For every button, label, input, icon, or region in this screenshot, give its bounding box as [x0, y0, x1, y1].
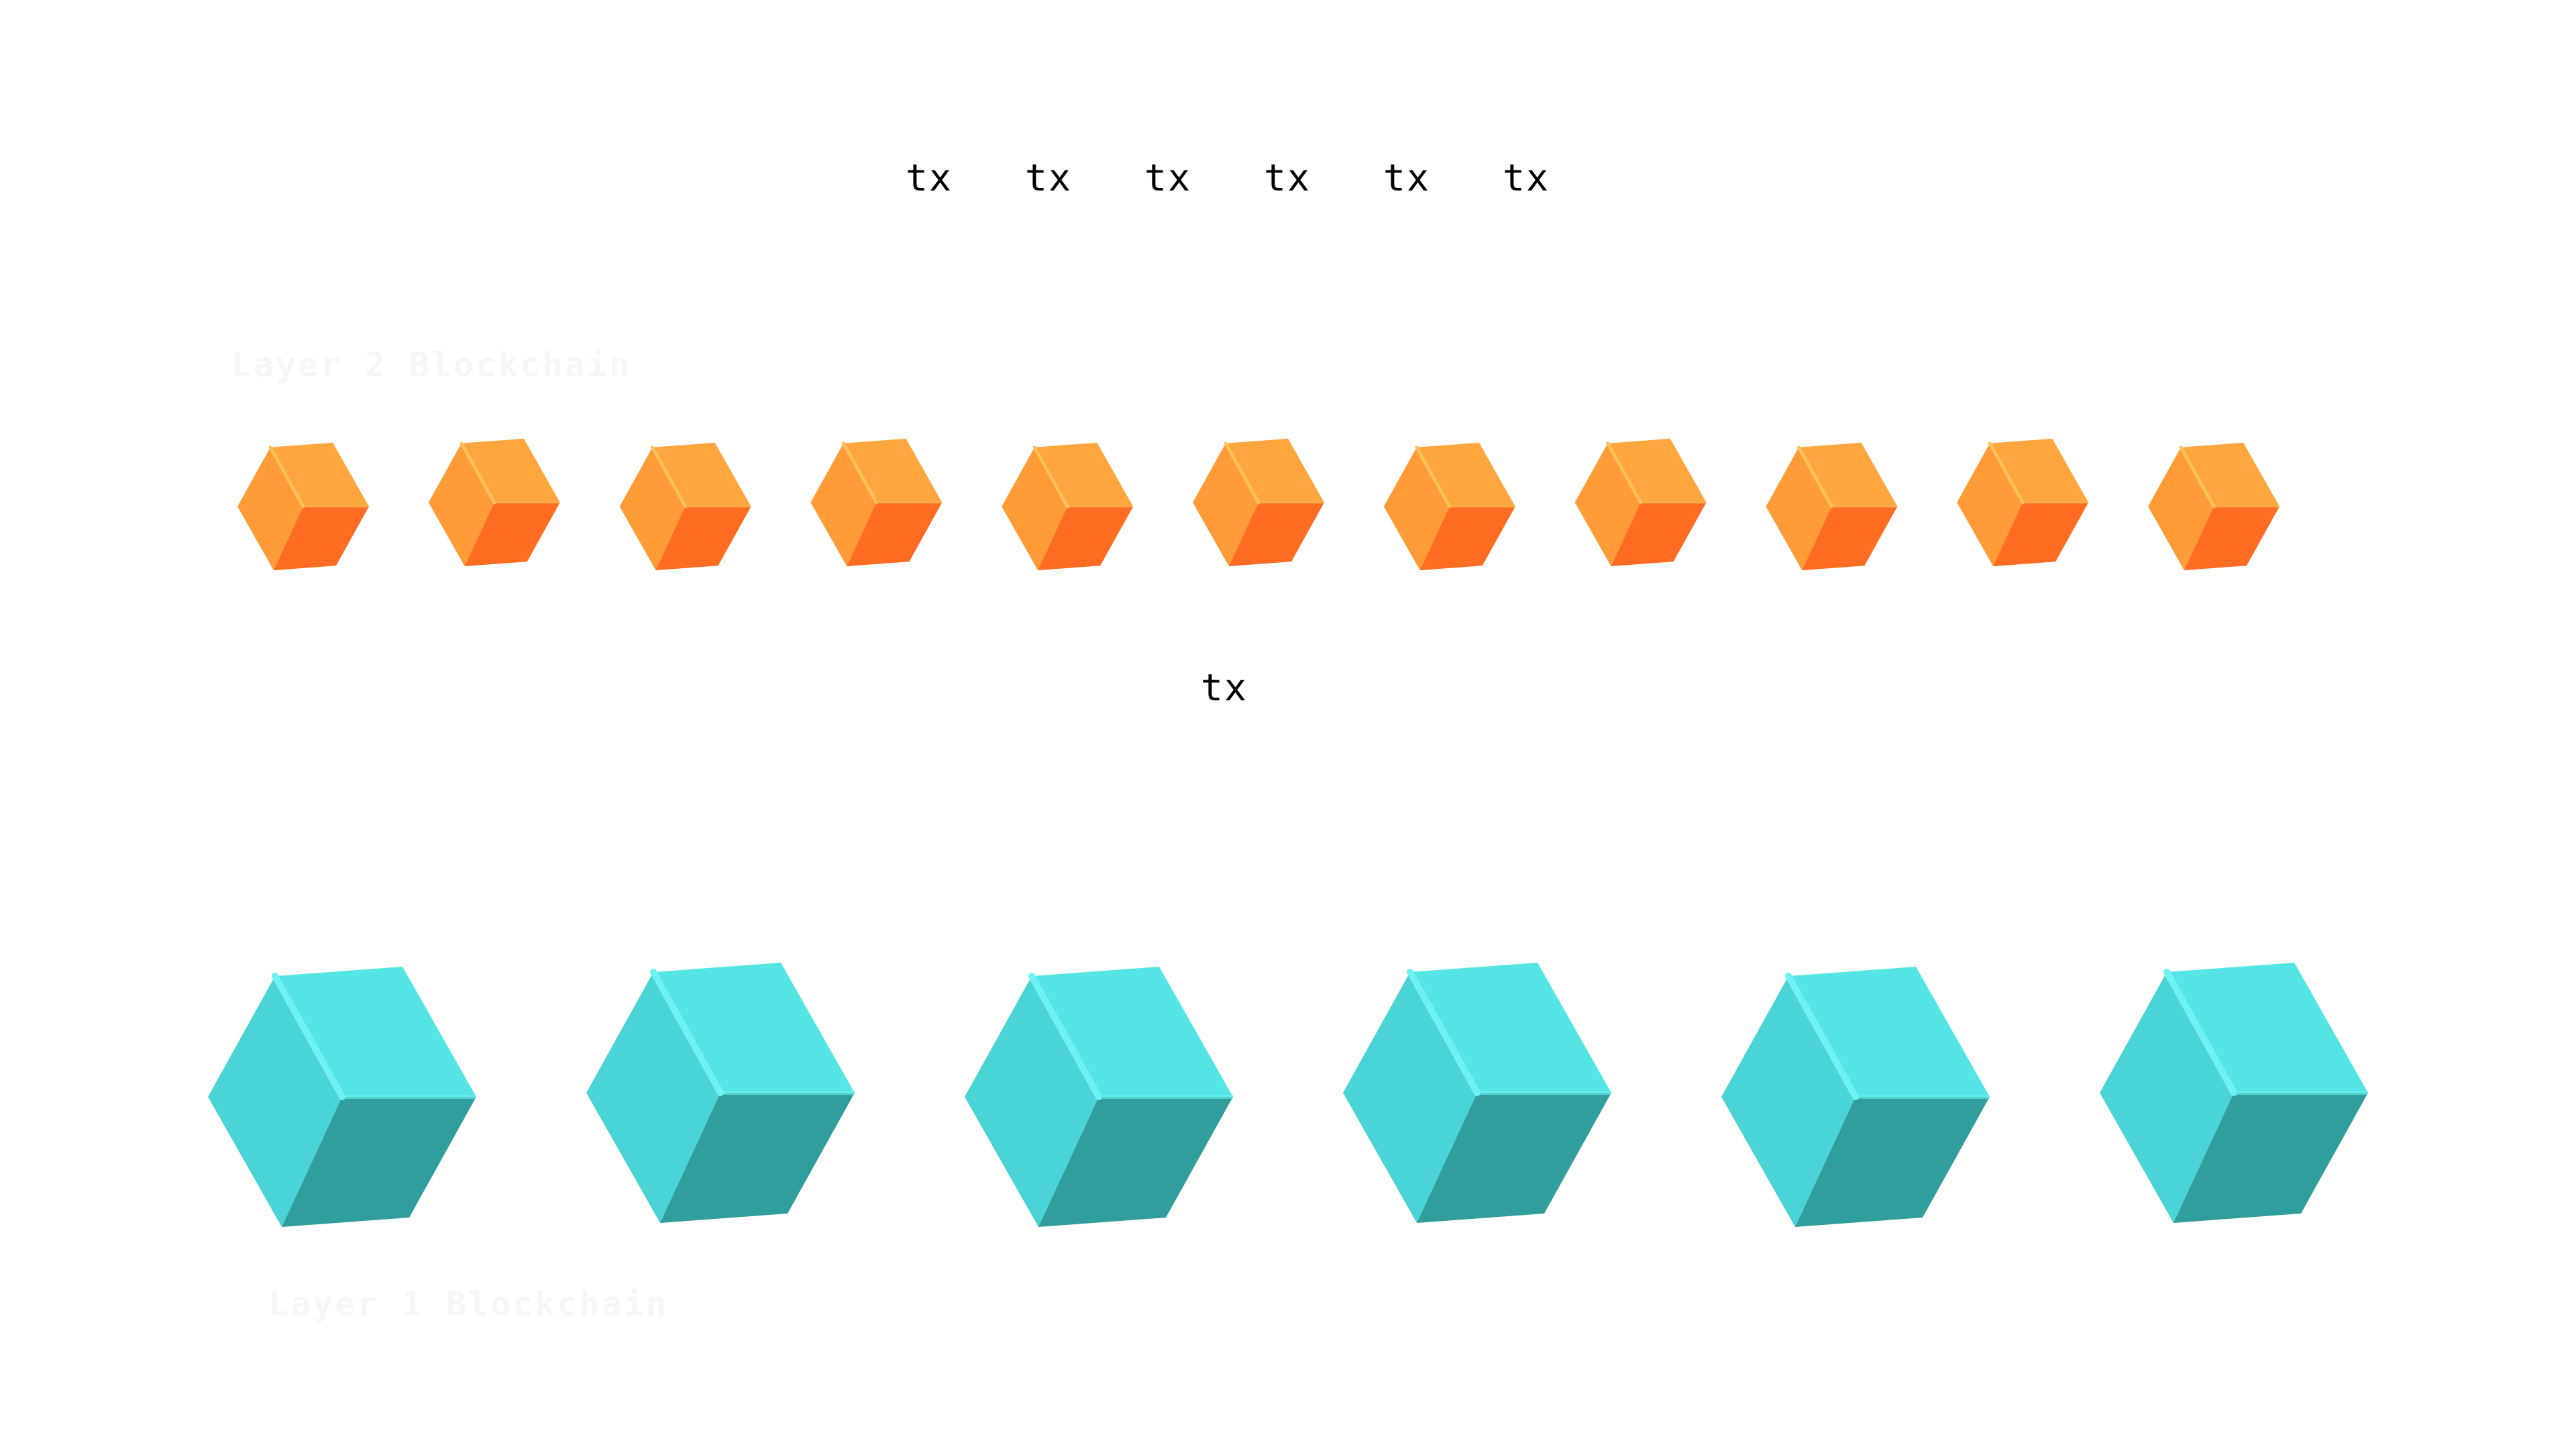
- layer1-block: [586, 963, 855, 1223]
- cube-edge: [460, 441, 496, 504]
- tx-label: tx: [1502, 156, 1550, 199]
- layer2-block: [810, 438, 943, 567]
- tx-label: tx: [905, 156, 953, 199]
- cube-right-face: [273, 506, 369, 571]
- cube-edge: [1224, 441, 1260, 504]
- tx-label: tx: [1383, 156, 1431, 199]
- cube-edge: [1606, 441, 1643, 504]
- cube-edge: [650, 969, 724, 1096]
- layer2-block: [1193, 438, 1324, 567]
- tx-label: tx: [1263, 156, 1311, 199]
- layer2-block: [1383, 442, 1515, 571]
- cube-edge: [1415, 445, 1452, 508]
- mempool-tx-5: tx: [1343, 114, 1470, 241]
- mempool-tx-2: tx: [985, 114, 1112, 241]
- layer1-blocks: [208, 963, 2368, 1227]
- cube-edge: [841, 441, 878, 504]
- layer1-block: [2100, 963, 2368, 1223]
- layer1-chain-label: Layer 1 Blockchain: [268, 1285, 668, 1324]
- layer2-block: [1766, 442, 1898, 571]
- cube-right-face: [1993, 502, 2089, 567]
- layer1-block: [1343, 963, 1611, 1223]
- layer2-block: [1002, 442, 1134, 571]
- cube-right-face: [2184, 506, 2279, 571]
- tx-label: tx: [1024, 156, 1073, 199]
- layer2-block: [1957, 438, 2089, 567]
- cube-right-face: [1228, 502, 1324, 567]
- cube-right-face: [1038, 506, 1134, 571]
- layer2-chain-label: Layer 2 Blockchain: [231, 345, 631, 384]
- cube-right-face: [282, 1097, 476, 1227]
- layer1-block: [208, 967, 476, 1227]
- tx-label: tx: [1200, 666, 1248, 709]
- mempool-tx-4: tx: [1224, 114, 1351, 241]
- layer1-block: [965, 967, 1233, 1227]
- cube-right-face: [2174, 1093, 2368, 1223]
- cube-edge: [1032, 445, 1069, 508]
- layer2-blocks: [237, 438, 2279, 571]
- cube-right-face: [1417, 1093, 1611, 1223]
- cube-right-face: [847, 502, 943, 567]
- bridge-tx: tx: [1161, 624, 1288, 751]
- tx-label: tx: [1144, 156, 1192, 199]
- cube-right-face: [1802, 506, 1898, 571]
- cube-right-face: [1795, 1097, 1990, 1227]
- cube-edge: [1796, 445, 1833, 508]
- cube-edge: [1785, 973, 1859, 1100]
- cube-edge: [1028, 973, 1102, 1100]
- cube-edge: [268, 445, 305, 508]
- cube-right-face: [464, 502, 560, 567]
- layer2-block: [2148, 442, 2279, 571]
- mempool-tx-1: tx: [865, 114, 993, 241]
- cube-edge: [2163, 969, 2237, 1096]
- cube-edge: [1988, 441, 2025, 504]
- layer2-block: [237, 442, 369, 571]
- cube-right-face: [1038, 1097, 1233, 1227]
- cube-right-face: [1611, 502, 1707, 567]
- mempool-tx-3: tx: [1104, 114, 1232, 241]
- layer2-block: [619, 442, 751, 571]
- layer1-block: [1721, 967, 1990, 1227]
- cube-right-face: [1419, 506, 1515, 571]
- layer2-block: [1574, 438, 1707, 567]
- cube-edge: [2179, 445, 2216, 508]
- mempool-tx-6: tx: [1462, 114, 1590, 241]
- cube-right-face: [660, 1093, 855, 1223]
- cube-edge: [651, 445, 688, 508]
- cube-edge: [272, 973, 345, 1100]
- cube-right-face: [655, 506, 751, 571]
- cube-edge: [1407, 969, 1481, 1096]
- layer2-block: [428, 438, 560, 567]
